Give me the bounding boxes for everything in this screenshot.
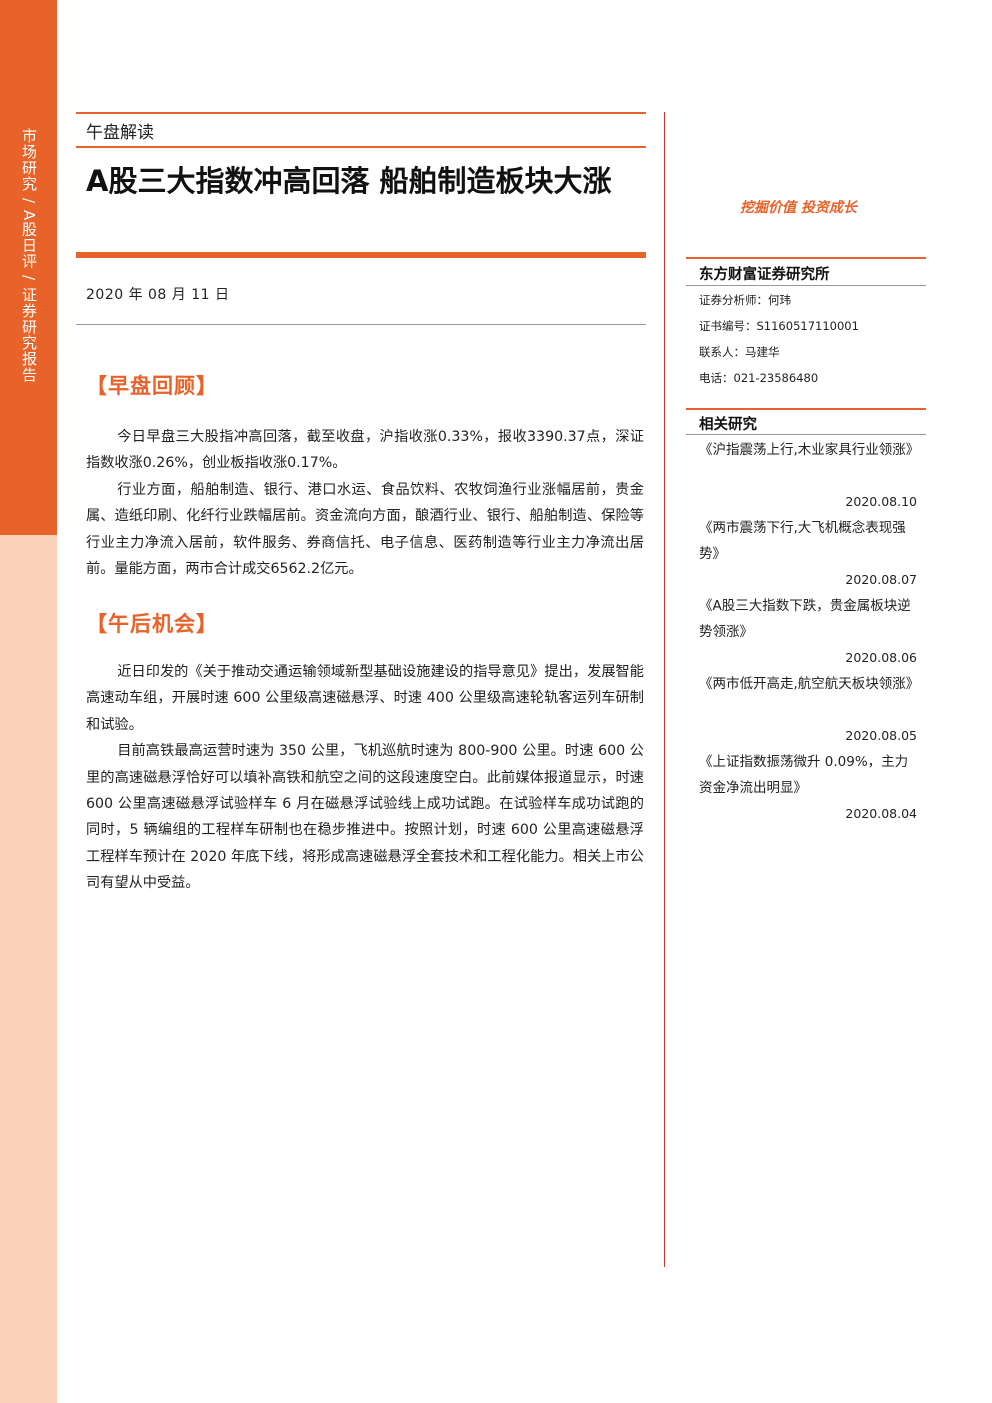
institute-top-rule (686, 257, 926, 259)
date-bottom-rule (76, 324, 646, 325)
paragraph: 目前高铁最高运营时速为 350 公里，飞机巡航时速为 800-900 公里。时速… (86, 743, 644, 892)
related-top-rule (686, 408, 926, 410)
header-top-rule (76, 112, 646, 114)
analyst-name: 证券分析师：何玮 (699, 293, 791, 307)
section-heading-morning: 【早盘回顾】 (86, 374, 218, 398)
header-mid-rule (76, 146, 646, 148)
related-item-date: 2020.08.05 (845, 728, 917, 743)
phone-number: 电话：021-23586480 (699, 371, 819, 385)
related-item-title[interactable]: 《沪指震荡上行,木业家具行业领涨》 (699, 442, 920, 458)
sidebar-accent-band (0, 0, 57, 535)
related-item-title[interactable]: 《两市低开高走,航空航天板块领涨》 (699, 676, 920, 692)
sidebar-separator: / (20, 275, 38, 282)
sidebar-segment-a-share: A股日评 (20, 210, 38, 270)
section-body-afternoon: 近日印发的《关于推动交通运输领域新型基础设施建设的指导意见》提出，发展智能高速动… (86, 659, 644, 897)
contact-person: 联系人：马建华 (699, 345, 780, 359)
related-item-title[interactable]: 《两市震荡下行,大飞机概念表现强势》 (699, 520, 906, 562)
section-heading-afternoon: 【午后机会】 (86, 612, 218, 636)
institute-bottom-rule (686, 285, 926, 286)
related-item-title[interactable]: 《上证指数振荡微升 0.09%，主力资金净流出明显》 (699, 754, 909, 796)
slogan: 挖掘价值 投资成长 (740, 200, 857, 216)
sidebar-vertical-label: 市场研究 / A股日评 / 证券研究报告 (0, 128, 57, 383)
column-divider (664, 112, 665, 1267)
related-item-title[interactable]: 《A股三大指数下跌，贵金属板块逆势领涨》 (699, 598, 911, 640)
sidebar-segment-report: 证券研究报告 (20, 287, 38, 384)
certificate-number: 证书编号：S1160517110001 (699, 319, 859, 333)
paragraph: 行业方面，船舶制造、银行、港口水运、食品饮料、农牧饲渔行业涨幅居前，贵金属、造纸… (86, 481, 644, 578)
section-body-morning: 今日早盘三大股指冲高回落，截至收盘，沪指收涨0.33%，报收3390.37点，深… (86, 424, 644, 582)
related-item-date: 2020.08.10 (845, 494, 917, 509)
page-title: A股三大指数冲高回落 船舶制造板块大涨 (86, 164, 612, 198)
sidebar-separator: / (20, 198, 38, 205)
paragraph: 今日早盘三大股指冲高回落，截至收盘，沪指收涨0.33%，报收3390.37点，深… (86, 429, 644, 472)
sidebar-segment-market: 市场研究 (20, 128, 38, 192)
title-bottom-rule (76, 252, 646, 258)
related-item-date: 2020.08.07 (845, 572, 917, 587)
report-category: 午盘解读 (86, 123, 154, 143)
related-bottom-rule (686, 434, 926, 435)
related-research-title: 相关研究 (699, 417, 757, 433)
paragraph: 近日印发的《关于推动交通运输领域新型基础设施建设的指导意见》提出，发展智能高速动… (86, 664, 644, 733)
institute-name: 东方财富证券研究所 (699, 267, 830, 283)
related-item-date: 2020.08.04 (845, 806, 917, 821)
related-item-date: 2020.08.06 (845, 650, 917, 665)
sidebar-light-band (0, 535, 57, 1403)
report-date: 2020 年 08 月 11 日 (86, 287, 230, 303)
